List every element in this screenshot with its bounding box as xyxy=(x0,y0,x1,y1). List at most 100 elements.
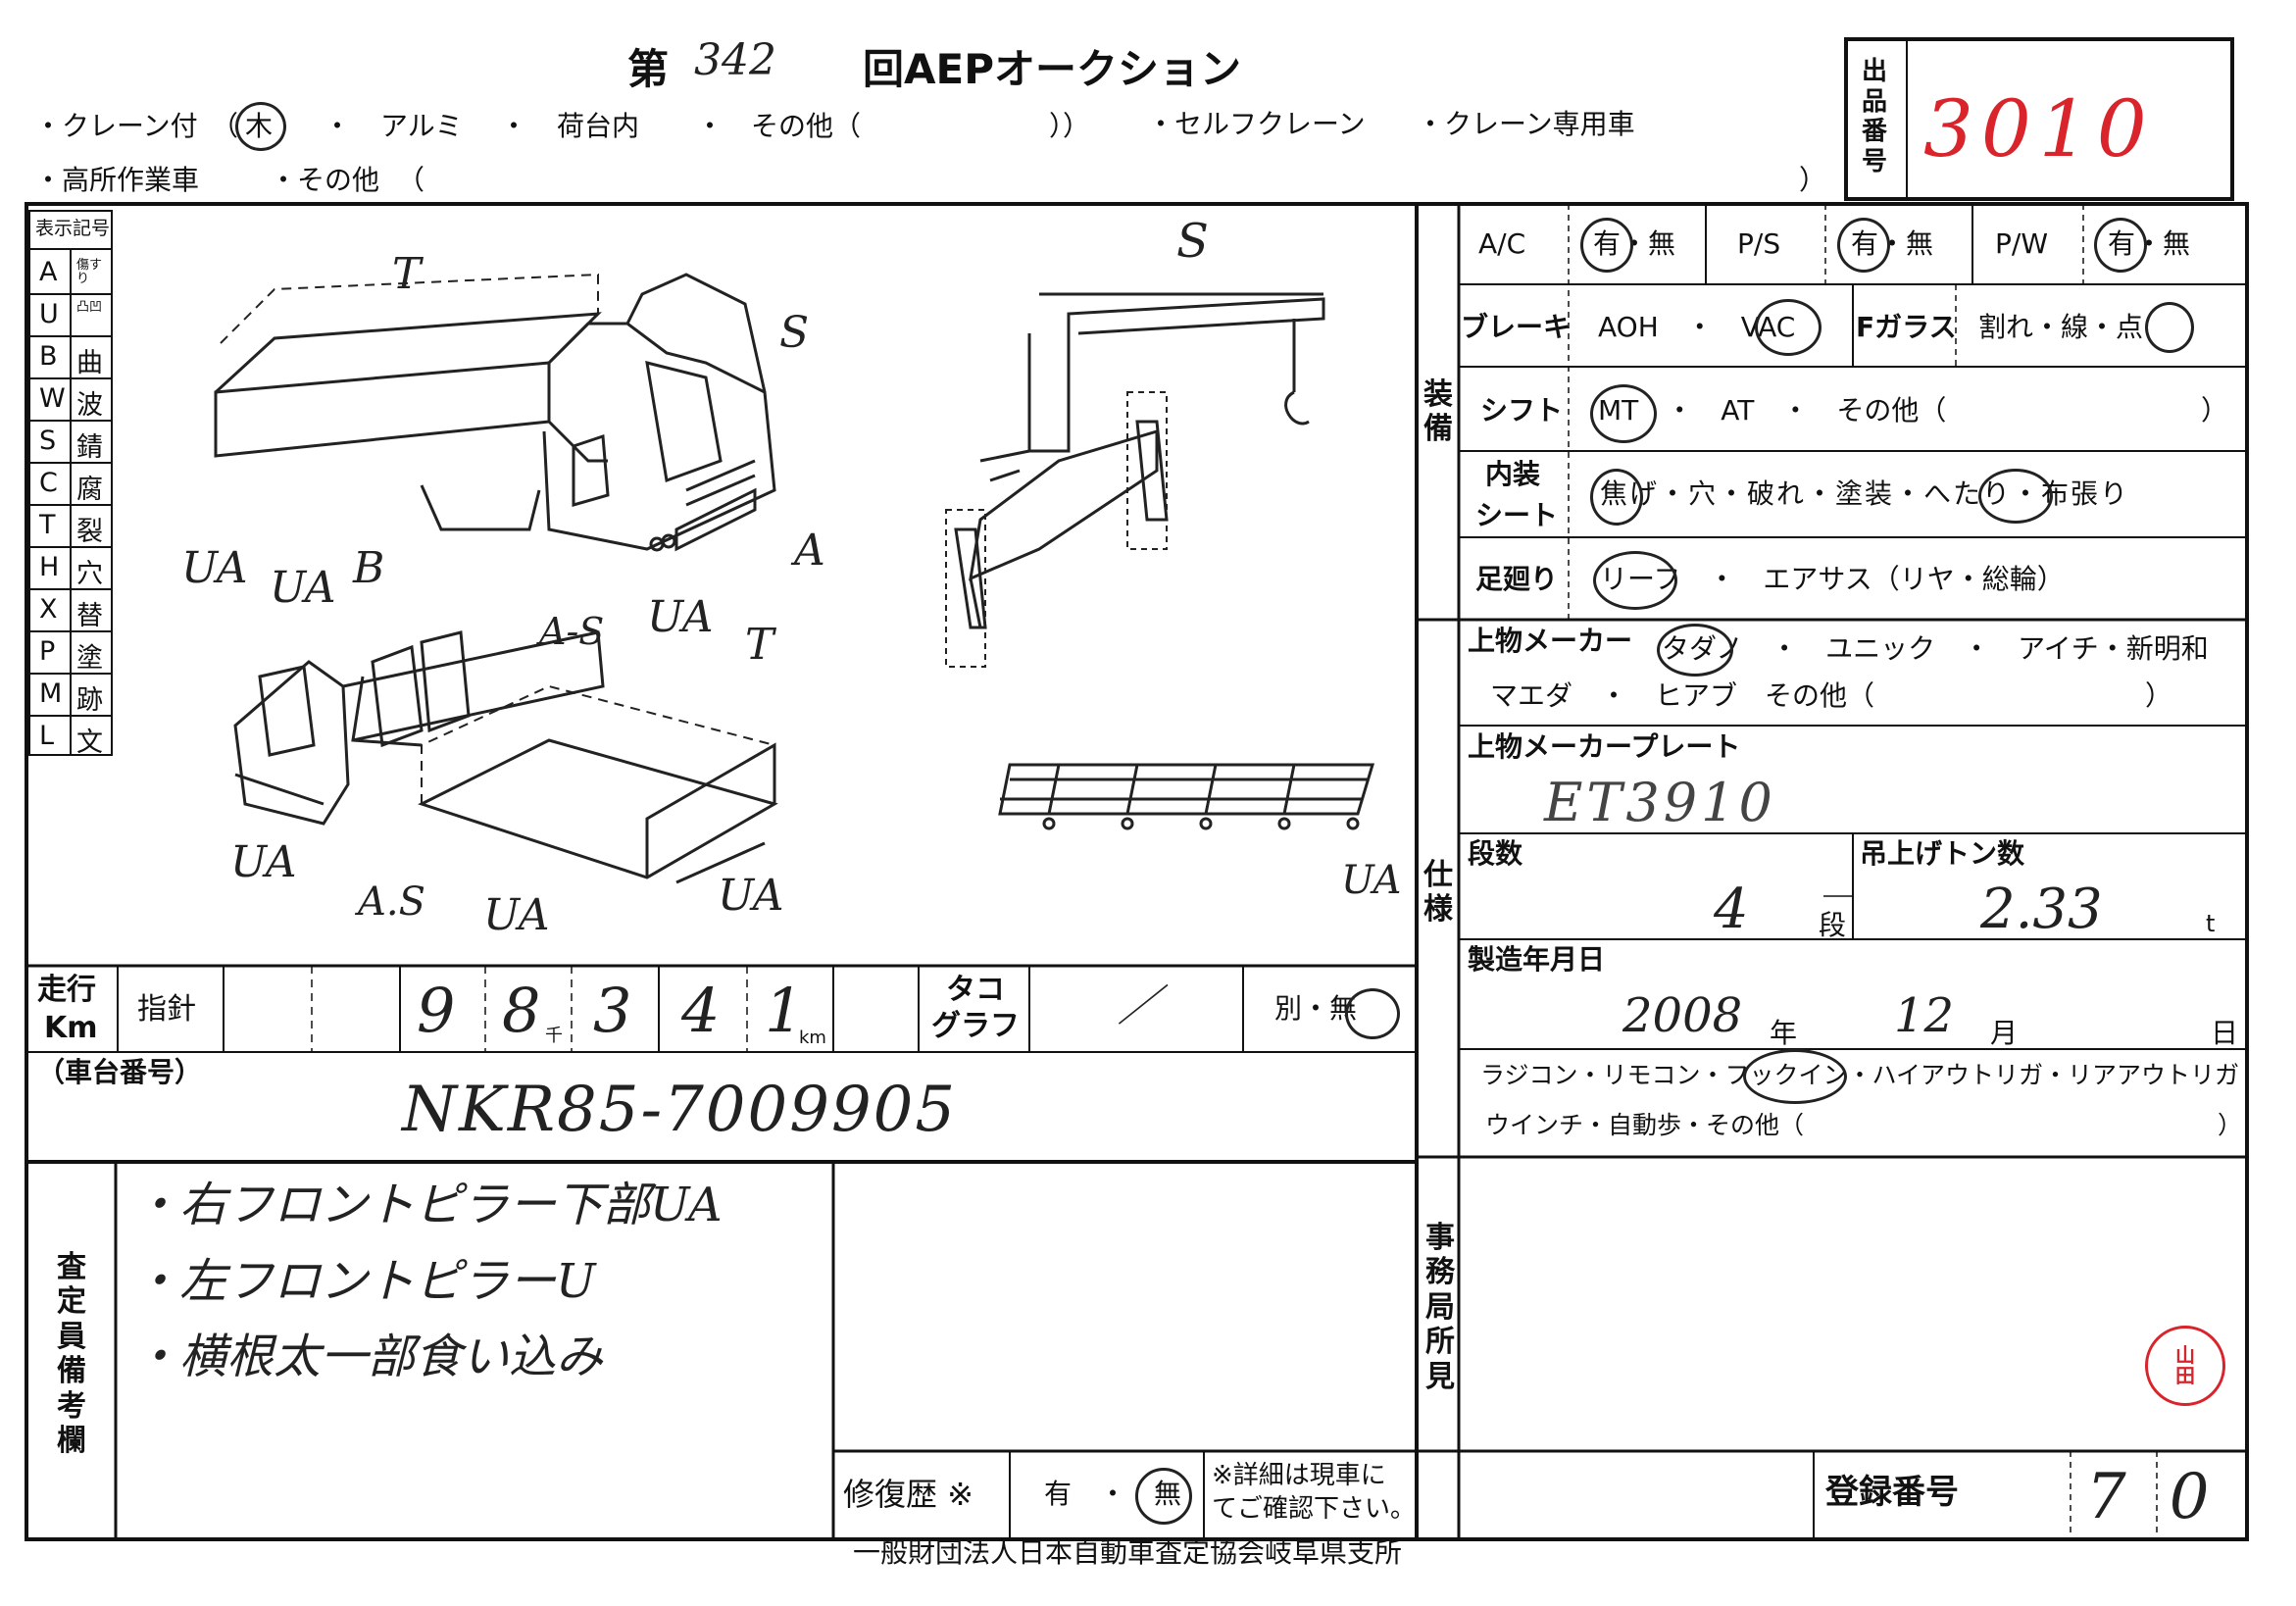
opt-bed-inside: 荷台内 xyxy=(557,110,640,142)
crane-diagram xyxy=(945,292,1375,830)
tacho-label-2: グラフ xyxy=(931,1009,1020,1043)
opt-aluminum: アルミ xyxy=(380,110,463,142)
suspension-label: 足廻り xyxy=(1475,563,1559,595)
circle-mark xyxy=(1345,988,1400,1039)
interior-label-1: 内装 xyxy=(1485,458,1541,490)
legend-divider xyxy=(29,420,112,422)
mark: B xyxy=(353,543,385,593)
circle-mark xyxy=(1743,1049,1847,1104)
mark: UA xyxy=(230,837,297,887)
circle-mark xyxy=(1657,624,1733,677)
legend-meaning: 傷すり xyxy=(76,258,103,286)
maker-line2: マエダ ・ ヒアブ その他（ xyxy=(1490,679,1875,712)
inspector-note: ・右フロントピラー下部UA xyxy=(132,1178,723,1232)
legend-meaning: 跡 xyxy=(76,685,103,716)
circle-mark xyxy=(1590,469,1643,526)
legend-code: U xyxy=(39,299,59,329)
mark: S xyxy=(779,308,810,358)
mark: UA xyxy=(483,890,550,940)
legend-meaning: 穴 xyxy=(76,559,103,589)
legend-meaning: 腐 xyxy=(76,475,103,505)
circle-mark xyxy=(1837,218,1890,273)
opt-other: その他（ xyxy=(751,110,862,142)
legend-code: T xyxy=(39,510,56,540)
legend-divider xyxy=(29,715,112,717)
legend-code: H xyxy=(39,552,60,582)
digit: 9 xyxy=(417,975,456,1046)
legend-divider xyxy=(29,293,112,295)
opt-crane-only: ・クレーン専用車 xyxy=(1417,108,1635,140)
legend-code: L xyxy=(39,721,55,751)
repair-label: 修復歴 ※ xyxy=(843,1476,973,1513)
legend-divider xyxy=(29,546,112,548)
plate-value: ET3910 xyxy=(1544,772,1776,833)
legend-meaning: 替 xyxy=(76,601,103,631)
mark: UA xyxy=(270,563,336,613)
chassis-number: NKR85-7009905 xyxy=(402,1074,958,1146)
digit: 4 xyxy=(681,975,721,1046)
registration-label: 登録番号 xyxy=(1825,1473,1959,1512)
mark: UA xyxy=(181,543,248,593)
mfg-month-unit: 月 xyxy=(1990,1017,2019,1049)
legend-meaning: 錆 xyxy=(76,432,103,463)
mark: UA xyxy=(1341,858,1402,903)
inspector-label: 査定員備考欄 xyxy=(57,1250,86,1458)
paren-close: ） xyxy=(2218,1111,2243,1139)
mfg-year-unit: 年 xyxy=(1770,1017,1798,1049)
circle-mark xyxy=(1590,384,1657,443)
maker-line1: タダノ ・ ユニック ・ アイチ・新明和 xyxy=(1662,632,2209,665)
opt-self-crane: ・セルフクレーン xyxy=(1147,108,1366,140)
separate-option: 別・無 xyxy=(1274,992,1358,1025)
circle-mark xyxy=(1135,1468,1192,1525)
shift-label: シフト xyxy=(1480,394,1564,427)
lift-unit: t xyxy=(2206,910,2216,937)
circle-mark xyxy=(2145,302,2194,353)
opt-crane: ・クレーン付 xyxy=(34,110,198,142)
equipment-section-label: 装備 xyxy=(1423,377,1453,447)
paren-close: ） xyxy=(2201,394,2229,427)
truck-top-diagram xyxy=(214,273,776,552)
legend-divider xyxy=(29,504,112,506)
legend-meaning: 塗 xyxy=(76,643,103,674)
mileage-label-2: Km xyxy=(44,1011,98,1045)
circle-mark xyxy=(235,102,286,151)
tacho-value: ／ xyxy=(1118,981,1161,1031)
legend-divider xyxy=(29,335,112,337)
legend-divider xyxy=(29,462,112,464)
lift-label: 吊上げトン数 xyxy=(1860,837,2025,870)
circle-mark xyxy=(1580,218,1633,273)
legend-code: P xyxy=(39,636,56,667)
digit: 3 xyxy=(593,975,632,1046)
dot: ・ xyxy=(500,110,528,142)
auction-round: 342 xyxy=(694,35,776,85)
interior-label-2: シート xyxy=(1475,499,1559,531)
fglass-options: 割れ・線・点 xyxy=(1978,311,2144,343)
mark: A xyxy=(794,526,825,576)
inspector-note: ・左フロントピラーU xyxy=(132,1254,596,1309)
mark: A-S xyxy=(539,610,605,653)
spec-section-label: 仕様 xyxy=(1423,858,1453,928)
brake-label: ブレーキ xyxy=(1461,311,1572,343)
repair-note-1: ※詳細は現車に xyxy=(1212,1461,1386,1490)
lot-number: 3010 xyxy=(1923,83,2155,175)
thousand-mark: 千 xyxy=(545,1026,563,1046)
legend-meaning: 裂 xyxy=(76,517,103,547)
seal-text: 山田 xyxy=(2175,1343,2195,1387)
chassis-label: （車台番号） xyxy=(37,1056,203,1088)
legend-code: W xyxy=(39,383,66,414)
repair-note-2: てご確認下さい。 xyxy=(1212,1494,1417,1524)
footer-org: 一般財団法人日本自動車査定協会岐阜県支所 xyxy=(853,1536,1403,1569)
truck-bottom-diagram xyxy=(233,630,778,884)
mark: UA xyxy=(718,871,784,921)
mfg-year: 2008 xyxy=(1622,988,1743,1043)
maker-label: 上物メーカー xyxy=(1468,625,1633,657)
ac-label: A/C xyxy=(1478,227,1526,260)
